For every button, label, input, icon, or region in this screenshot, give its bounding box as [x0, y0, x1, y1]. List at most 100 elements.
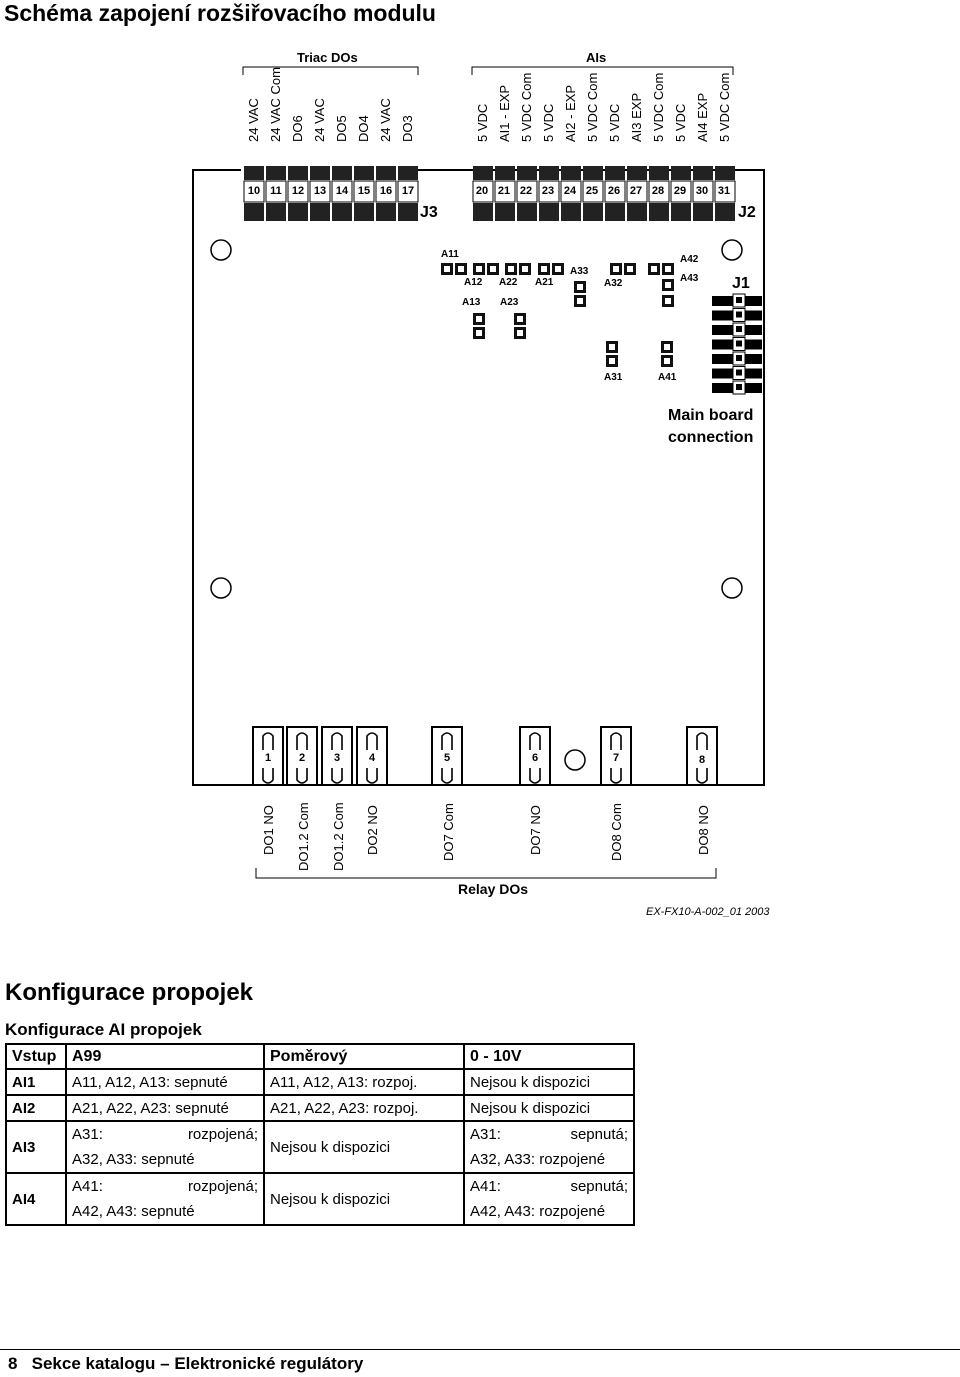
terminal-cell — [287, 180, 309, 203]
terminal-cell — [604, 180, 626, 203]
relay-number: 8 — [698, 754, 706, 766]
cell: Nejsou k dispozici — [463, 1068, 635, 1096]
cell-part: A41: — [470, 1178, 501, 1195]
j1-label: J1 — [732, 275, 750, 292]
jumper-label-a31: A31 — [604, 372, 623, 383]
terminal-number: 30 — [695, 185, 709, 197]
terminal-cell — [375, 180, 397, 203]
jumper-pin-hole — [490, 266, 496, 272]
ai-label: 5 VDC Com — [585, 72, 600, 142]
jumper-pin-hole — [517, 330, 523, 336]
cell: A41: sepnutá; A42, A43: rozpojené — [463, 1172, 635, 1226]
relay-contact — [696, 732, 708, 750]
cell: A21, A22, A23: sepnuté — [65, 1094, 265, 1122]
header-cell: A99 — [65, 1043, 265, 1070]
jumper-pin-hole — [458, 266, 464, 272]
j1-pin-hole — [736, 355, 742, 361]
terminal-number: 27 — [629, 185, 643, 197]
ai-label: AI3 EXP — [629, 92, 644, 142]
terminal-cell — [560, 180, 582, 203]
relay-body — [252, 726, 284, 786]
terminal-number: 21 — [497, 185, 511, 197]
jumper-pin-hole — [555, 266, 561, 272]
relay-number: 4 — [368, 752, 376, 764]
terminal-cell — [331, 180, 353, 203]
j1-pin — [712, 383, 734, 393]
j1-pin — [745, 310, 762, 321]
terminal-screw — [539, 166, 559, 180]
terminal-cell — [538, 180, 560, 203]
terminal-base — [310, 203, 330, 221]
jumper-pin-hole — [627, 266, 633, 272]
terminal-screw — [627, 166, 647, 180]
j3-label: J3 — [420, 204, 438, 221]
relay-body — [686, 726, 718, 786]
j1-pin — [745, 296, 762, 306]
ai-label: 5 VDC — [673, 103, 688, 142]
relay-number: 6 — [531, 752, 539, 764]
table-row: AI1 A11, A12, A13: sepnuté A11, A12, A13… — [5, 1068, 635, 1096]
triac-label: DO6 — [290, 115, 305, 142]
jumper-pin-hole — [609, 344, 615, 350]
terminal-number: 25 — [585, 185, 599, 197]
cell-part: sepnutá; — [570, 1178, 628, 1195]
cell-part: rozpojená; — [187, 1126, 258, 1143]
cell-line: A41: rozpojená; — [72, 1174, 258, 1199]
terminal-cell — [397, 180, 419, 203]
terminal-base — [495, 203, 515, 221]
j1-pin — [712, 310, 734, 321]
jumper-pin-hole — [577, 298, 583, 304]
ai-label: 5 VDC Com — [519, 72, 534, 142]
jumper-pin-hole — [609, 358, 615, 364]
terminal-screw — [561, 166, 581, 180]
terminal-screw — [266, 166, 286, 180]
terminal-cell — [265, 180, 287, 203]
j1-pin — [745, 354, 762, 364]
jumper-label-a11: A11 — [441, 249, 459, 260]
terminal-base — [671, 203, 691, 221]
main-board-line2: connection — [668, 429, 754, 446]
terminal-cell — [714, 180, 736, 203]
row-key: AI2 — [5, 1094, 67, 1122]
cell-line: A42, A43: rozpojené — [470, 1203, 606, 1220]
j1-pin-hole — [736, 384, 742, 390]
jumper-pin-hole — [517, 316, 523, 322]
terminal-number: 13 — [313, 185, 327, 197]
terminal-base — [354, 203, 374, 221]
ai-label: 5 VDC — [541, 103, 556, 142]
header-cell: 0 - 10V — [463, 1043, 635, 1070]
triac-label: DO4 — [356, 115, 371, 142]
diagram-svg — [192, 66, 765, 879]
terminal-screw — [310, 166, 330, 180]
jumper-pin-hole — [476, 266, 482, 272]
relay-contact — [529, 732, 541, 750]
jumper-pin-hole — [613, 266, 619, 272]
relay-contact — [610, 732, 622, 750]
relay-number: 2 — [298, 752, 306, 764]
row-key: AI1 — [5, 1068, 67, 1096]
relay-contact — [296, 768, 308, 784]
terminal-base — [244, 203, 264, 221]
terminal-number: 15 — [357, 185, 371, 197]
j1-pin-hole — [736, 340, 742, 347]
jumper-pin-hole — [664, 358, 670, 364]
jumper-label-a13: A13 — [462, 297, 481, 308]
relay-contact — [366, 768, 378, 784]
terminal-number: 17 — [401, 185, 415, 197]
terminal-cell — [516, 180, 538, 203]
j1-pin — [745, 368, 762, 379]
terminal-base — [561, 203, 581, 221]
j2-label: J2 — [738, 204, 756, 221]
cell: A11, A12, A13: sepnuté — [65, 1068, 265, 1096]
terminal-screw — [244, 166, 264, 180]
relay-label: DO1.2 Com — [296, 802, 311, 871]
triac-label: 24 VAC — [312, 98, 327, 142]
jumper-label-a23: A23 — [500, 297, 519, 308]
relay-number: 5 — [443, 752, 451, 764]
terminal-number: 28 — [651, 185, 665, 197]
j1-pin-hole — [736, 326, 742, 332]
terminal-number: 31 — [717, 185, 731, 197]
cell: A41: rozpojená; A42, A43: sepnuté — [65, 1172, 265, 1226]
terminal-number: 24 — [563, 185, 577, 197]
terminal-cell — [692, 180, 714, 203]
